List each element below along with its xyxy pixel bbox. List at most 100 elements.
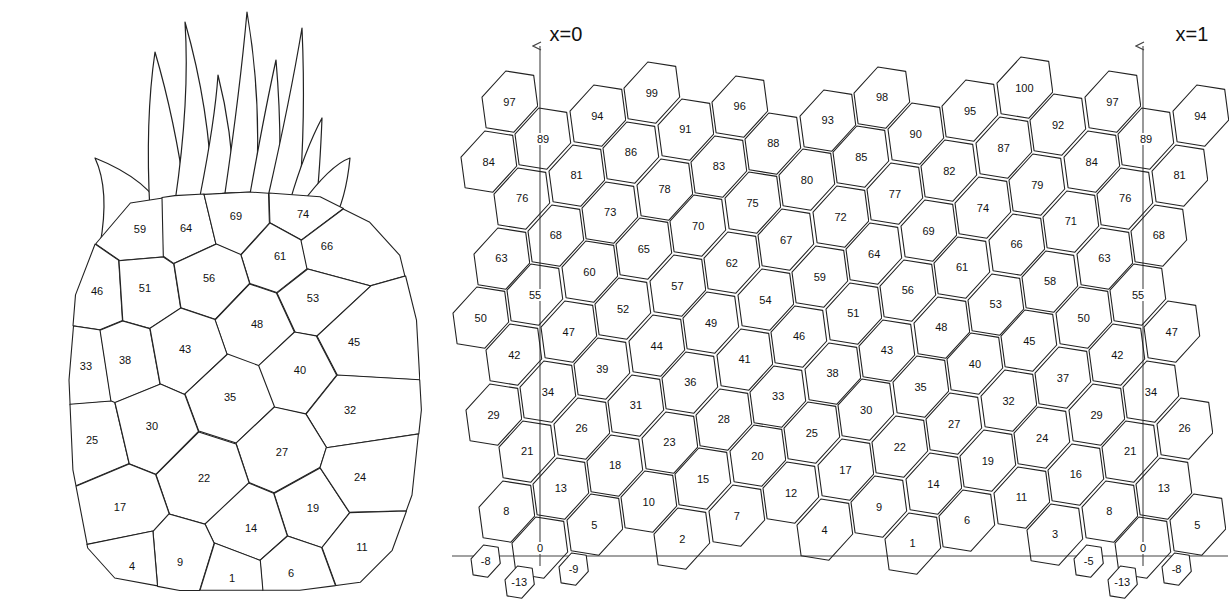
cell-number: 85: [854, 151, 868, 163]
cell-number: 18: [608, 459, 622, 471]
cell-number: 64: [179, 222, 193, 234]
pineapple-scale: 24: [319, 433, 419, 513]
lattice-cell: 48: [913, 296, 971, 359]
cell-number: 19: [981, 455, 995, 467]
lattice-cell: 88: [744, 112, 802, 175]
cell-number: 72: [833, 211, 847, 223]
cell-number: 93: [821, 114, 835, 126]
lattice-cell: 13: [532, 457, 590, 520]
cell-number: 46: [792, 330, 806, 342]
cell-number: 76: [515, 192, 529, 204]
lattice-cell: 8: [1081, 480, 1139, 543]
cell-number: 62: [725, 257, 739, 269]
lattice-cell: 54: [737, 268, 795, 331]
lattice-cell: 96: [711, 75, 769, 138]
axes: [452, 46, 1228, 566]
cell-number: 50: [1077, 312, 1091, 324]
cell-number: 99: [645, 87, 659, 99]
pineapple-scale: 46: [72, 243, 123, 331]
cell-number: 13: [554, 482, 568, 494]
lattice-cell: 42: [1088, 323, 1146, 386]
lattice-cell: 63: [1076, 227, 1134, 290]
cell-number: 0: [536, 542, 544, 554]
lattice-cell: 78: [636, 158, 694, 221]
lattice-cell: 94: [1172, 84, 1230, 147]
lattice-cell: 6: [938, 489, 996, 552]
axis-label-box: x=0: [548, 23, 585, 45]
cell-number: 1: [228, 572, 236, 584]
lattice-cell: 62: [703, 231, 761, 294]
cell-number: 33: [79, 360, 93, 372]
cell-number: 14: [244, 522, 258, 534]
cell-number: 26: [574, 422, 588, 434]
lattice-cell: 42: [485, 323, 543, 386]
lattice-cell: 18: [586, 434, 644, 497]
cell-number: 4: [128, 560, 136, 572]
cell-number: 7: [733, 510, 741, 522]
cell-number: 32: [1001, 395, 1015, 407]
cell-number: 38: [118, 354, 132, 366]
cell-number: 69: [229, 210, 243, 222]
lattice-cell: 67: [757, 208, 815, 271]
lattice-cell: 60: [561, 240, 619, 303]
cell-number: 20: [750, 450, 764, 462]
lattice-cell: 80: [778, 148, 836, 211]
lattice-cell: 98: [853, 66, 911, 129]
cell-number: 22: [893, 441, 907, 453]
cell-number: 80: [800, 174, 814, 186]
cell-number: 42: [507, 349, 521, 361]
lattice-cell: 16: [1047, 443, 1105, 506]
lattice-cell: 86: [602, 121, 660, 184]
lattice-cell: 99: [623, 61, 681, 124]
lattice-cell: 77: [866, 162, 924, 225]
lattice-cell: 51: [825, 282, 883, 345]
lattice-cell: 75: [724, 171, 782, 234]
lattice-cell: 38: [804, 342, 862, 405]
cell-number: 70: [691, 220, 705, 232]
cell-number: -8: [480, 555, 492, 567]
cell-number: 53: [989, 298, 1003, 310]
lattice-cell: 37: [1034, 346, 1092, 409]
cell-number: 1: [909, 537, 917, 549]
cell-number: 45: [347, 336, 361, 348]
cell-number: 79: [1030, 179, 1044, 191]
cell-number: 53: [306, 292, 320, 304]
cell-number: 64: [867, 248, 881, 260]
lattice-cell: 81: [1151, 144, 1209, 207]
cell-number: 9: [176, 556, 184, 568]
cell-number: 51: [846, 307, 860, 319]
cell-number: 69: [921, 225, 935, 237]
lattice-cell: 74: [954, 176, 1012, 239]
cell-outline: [86, 530, 159, 587]
cell-number: 43: [178, 343, 192, 355]
cell-number: 61: [955, 261, 969, 273]
lattice-cell: 35: [892, 355, 950, 418]
cell-number: 91: [678, 123, 692, 135]
cell-number: -13: [510, 576, 528, 588]
lattice-cell: 33: [749, 365, 807, 428]
lattice-cell: 56: [879, 259, 937, 322]
cell-number: -5: [1083, 555, 1095, 567]
cell-number: 97: [1105, 96, 1119, 108]
cell-number: 24: [353, 471, 367, 483]
cell-number: -9: [568, 563, 580, 575]
lattice-cell: 39: [573, 337, 631, 400]
axis-label: x=1: [1174, 23, 1211, 45]
cell-number: 8: [1105, 505, 1113, 517]
cell-number: 63: [494, 252, 508, 264]
cell-number: 94: [590, 110, 604, 122]
cell-number: 11: [355, 541, 368, 553]
cell-number: 82: [942, 165, 956, 177]
lattice-cell: 100: [996, 56, 1054, 119]
cell-number: 44: [650, 340, 664, 352]
lattice-cell: 27: [925, 392, 983, 455]
lattice-cell: 97: [481, 70, 539, 133]
lattice-cell: 83: [690, 135, 748, 198]
lattice-cell: 8: [478, 480, 536, 543]
lattice-cell: 26: [553, 397, 611, 460]
lattice-cell: 29: [465, 383, 523, 446]
lattice-cell: 63: [473, 227, 531, 290]
cell-number: 29: [1089, 409, 1103, 421]
cell-number: 66: [1009, 238, 1023, 250]
lattice-cell: 71: [1042, 190, 1100, 253]
